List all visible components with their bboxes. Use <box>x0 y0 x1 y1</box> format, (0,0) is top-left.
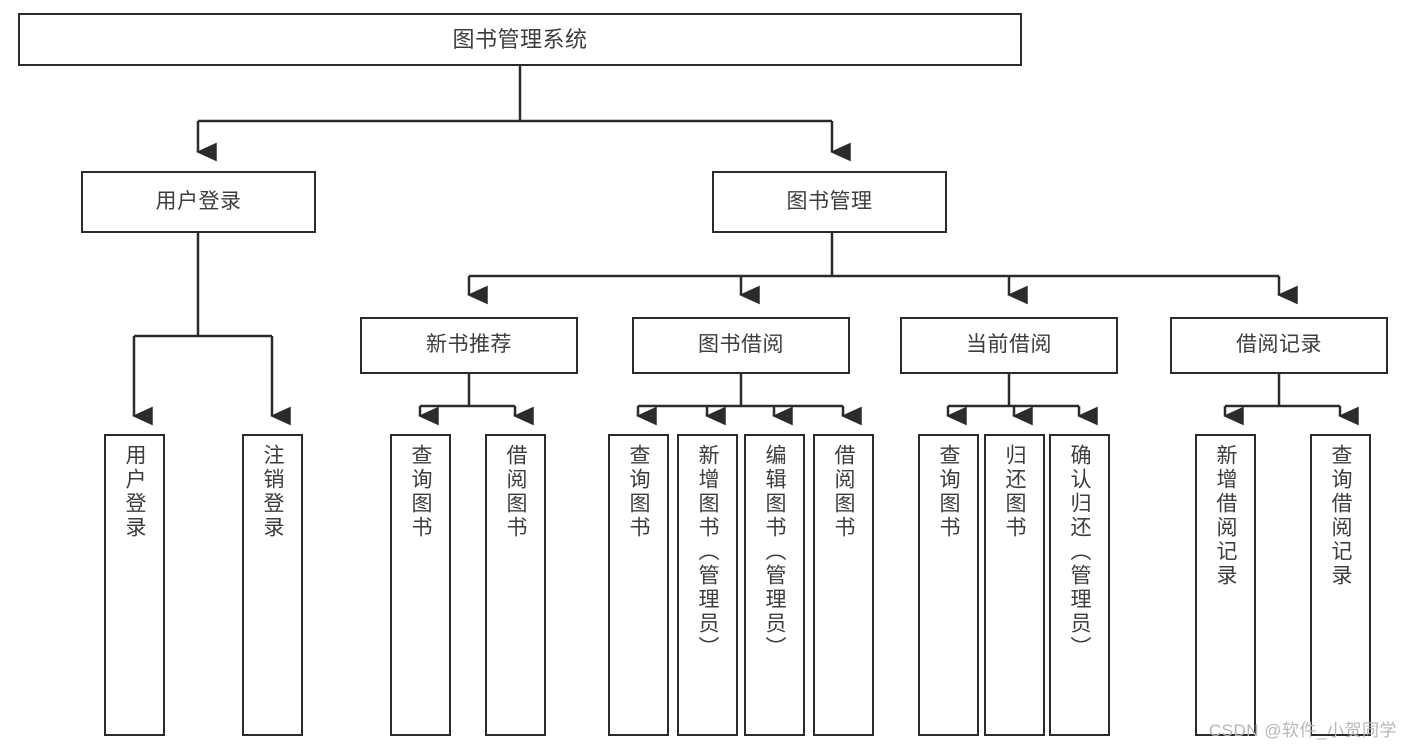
node-label: 新增图书（管理员） <box>696 444 719 660</box>
node-book-management[interactable]: 图书管理 <box>712 171 947 233</box>
node-label: 新增借阅记录 <box>1214 444 1237 588</box>
node-current-borrow[interactable]: 当前借阅 <box>900 317 1118 374</box>
node-new-book-recommend[interactable]: 新书推荐 <box>360 317 578 374</box>
node-book-borrow[interactable]: 图书借阅 <box>632 317 850 374</box>
node-label: 借阅图书 <box>832 444 855 540</box>
node-label: 查询借阅记录 <box>1329 444 1352 588</box>
leaf-borrow-book-recommend[interactable]: 借阅图书 <box>485 434 546 736</box>
node-label: 确认归还（管理员） <box>1068 444 1091 660</box>
node-label: 查询图书 <box>409 444 432 540</box>
node-label: 当前借阅 <box>966 333 1052 357</box>
leaf-user-login[interactable]: 用户登录 <box>104 434 165 736</box>
leaf-query-book-recommend[interactable]: 查询图书 <box>390 434 451 736</box>
leaf-return-book[interactable]: 归还图书 <box>984 434 1045 736</box>
node-label: 用户登录 <box>123 444 146 540</box>
node-label: 借阅图书 <box>504 444 527 540</box>
leaf-query-book-borrow[interactable]: 查询图书 <box>608 434 669 736</box>
node-label: 图书借阅 <box>698 333 784 357</box>
leaf-add-borrow-record[interactable]: 新增借阅记录 <box>1195 434 1256 736</box>
leaf-query-book-current[interactable]: 查询图书 <box>918 434 979 736</box>
node-label: 注销登录 <box>261 444 284 540</box>
node-label: 新书推荐 <box>426 333 512 357</box>
node-borrow-record[interactable]: 借阅记录 <box>1170 317 1388 374</box>
node-label: 图书管理 <box>786 189 873 213</box>
node-label: 借阅记录 <box>1236 333 1322 357</box>
leaf-borrow-book[interactable]: 借阅图书 <box>813 434 874 736</box>
leaf-edit-book-admin[interactable]: 编辑图书（管理员） <box>744 434 805 736</box>
node-label: 图书管理系统 <box>452 26 588 52</box>
node-label: 用户登录 <box>155 189 242 213</box>
node-label: 查询图书 <box>627 444 650 540</box>
leaf-query-borrow-record[interactable]: 查询借阅记录 <box>1310 434 1371 736</box>
node-label: 编辑图书（管理员） <box>763 444 786 660</box>
node-root-system[interactable]: 图书管理系统 <box>18 13 1022 66</box>
node-user-login[interactable]: 用户登录 <box>81 171 316 233</box>
node-label: 归还图书 <box>1003 444 1026 540</box>
leaf-add-book-admin[interactable]: 新增图书（管理员） <box>677 434 738 736</box>
leaf-confirm-return-admin[interactable]: 确认归还（管理员） <box>1049 434 1110 736</box>
node-label: 查询图书 <box>937 444 960 540</box>
leaf-logout[interactable]: 注销登录 <box>242 434 303 736</box>
